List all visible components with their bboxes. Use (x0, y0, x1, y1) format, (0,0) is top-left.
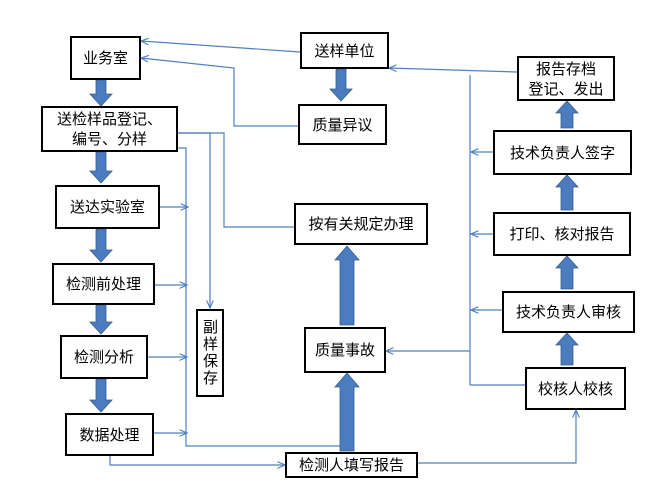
pre-test-processing-box: 检测前处理 (52, 263, 155, 305)
arrow-archive-to-sender (389, 68, 518, 73)
print-verify-report-box: 打印、核对报告 (493, 212, 631, 256)
thick-arrow-checker-to-review (555, 332, 579, 366)
thick-arrow-lab-to-pretest (89, 228, 113, 263)
report-archive-box: 报告存档 登记、发出 (517, 56, 615, 101)
quality-dispute-box: 质量异议 (298, 104, 387, 145)
data-processing-box: 数据处理 (65, 413, 154, 456)
thick-arrow-print-to-signature (555, 174, 579, 211)
thick-arrow-business-to-registration (89, 79, 113, 107)
tester-fills-report-box: 检测人填写报告 (285, 452, 418, 478)
handle-per-regulations-box: 按有关规定办理 (294, 203, 428, 245)
tech-lead-signature-box: 技术负责人签字 (493, 130, 632, 175)
thick-arrow-registration-to-lab (89, 151, 113, 184)
thick-arrow-pretest-to-analysis (89, 304, 113, 335)
send-to-lab-box: 送达实验室 (55, 185, 160, 229)
quality-accident-box: 质量事故 (304, 327, 386, 373)
sample-registration-box: 送检样品登记、 编号、分样 (41, 106, 178, 152)
arrow-report-to-checker (418, 410, 576, 464)
thick-arrow-signature-to-archive (555, 100, 579, 129)
line-registration-to-regulations (178, 132, 294, 228)
checker-verification-box: 校核人校核 (525, 367, 626, 410)
thick-arrow-analysis-to-data (89, 378, 113, 413)
arrow-registration-to-storage (178, 132, 210, 308)
thick-arrow-review-to-print (555, 255, 579, 290)
arrow-dispute-to-business (141, 58, 298, 127)
thick-arrow-sender-to-dispute (329, 68, 353, 102)
sample-sender-box: 送样单位 (300, 32, 389, 69)
arrow-data-to-report (109, 455, 285, 465)
thick-arrow-report-to-accident (334, 372, 360, 452)
business-office-box: 业务室 (70, 36, 141, 80)
line-storage-column (178, 147, 343, 447)
duplicate-sample-storage-box: 副样保存 (196, 309, 224, 397)
test-analysis-box: 检测分析 (60, 335, 148, 379)
thick-arrow-accident-to-regulations (334, 245, 360, 326)
arrow-sender-to-business (141, 41, 301, 53)
tech-lead-review-box: 技术负责人审核 (502, 291, 635, 333)
